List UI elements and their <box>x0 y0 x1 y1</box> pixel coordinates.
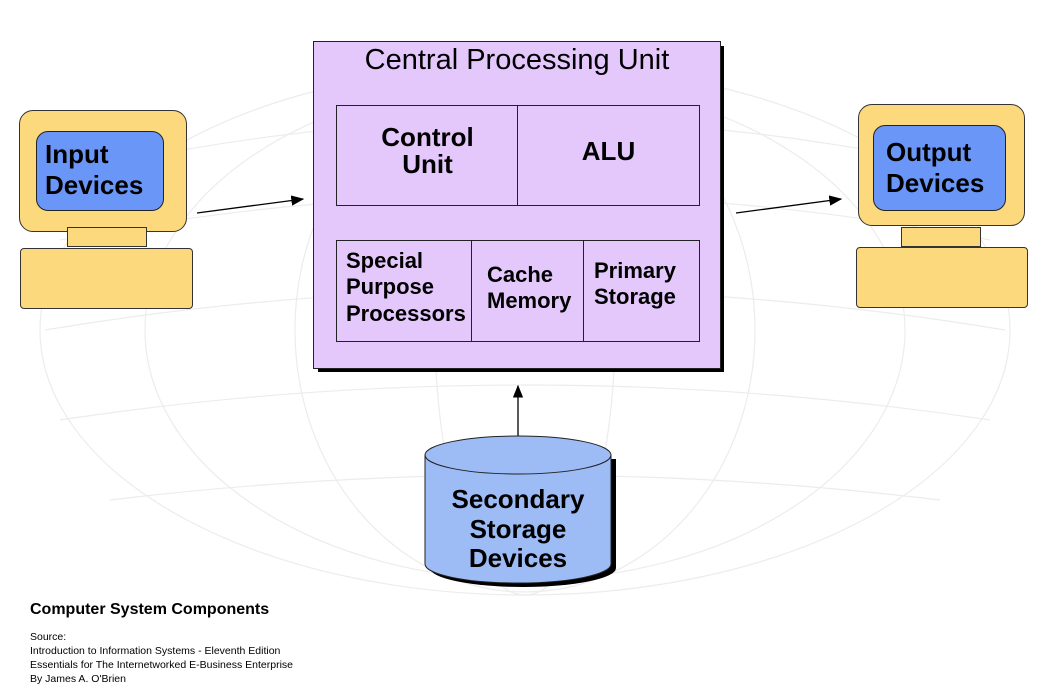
output-devices-line1: Output <box>886 137 972 167</box>
control-unit-label: Control Unit <box>336 122 519 180</box>
cpu-title: Central Processing Unit <box>364 44 670 76</box>
output-devices-line2: Devices <box>886 168 985 199</box>
input-devices-label: Input Devices <box>45 139 143 201</box>
secondary-storage-cylinder <box>424 435 612 584</box>
alu-label: ALU <box>581 136 636 166</box>
cache-memory-line1: Cache <box>487 262 554 287</box>
secondary-storage-line2: Storage <box>469 513 567 544</box>
source-line-1: Introduction to Information Systems - El… <box>30 645 281 657</box>
input-to-cpu-arrow <box>196 195 305 214</box>
output-monitor-neck <box>901 227 981 247</box>
cpu-to-output-arrow <box>735 195 843 214</box>
cache-memory-box <box>471 240 585 342</box>
input-devices-line1: Input <box>45 139 109 169</box>
primary-storage-line2: Storage <box>594 284 676 310</box>
secondary-storage-line3: Devices <box>468 543 568 574</box>
output-screen <box>873 125 1006 211</box>
source-line-2: Essentials for The Internetworked E-Busi… <box>30 659 294 671</box>
output-monitor-base <box>856 247 1028 308</box>
source-label: Source: <box>30 631 67 643</box>
output-devices-label: Output Devices <box>886 137 984 199</box>
cache-memory-label: Cache Memory <box>487 262 571 315</box>
input-devices-line2: Devices <box>45 170 144 201</box>
primary-storage-label: Primary Storage <box>594 258 676 311</box>
special-purpose-box <box>336 240 473 342</box>
secondary-storage-label: Secondary Storage Devices <box>425 484 611 574</box>
primary-storage-box <box>583 240 700 342</box>
secondary-storage-line1: Secondary <box>451 484 585 514</box>
alu-box <box>517 105 700 206</box>
input-monitor-neck <box>67 227 147 247</box>
input-screen <box>36 131 164 211</box>
control-unit-line1: Control <box>381 122 474 152</box>
source-line-3: By James A. O'Brien <box>30 673 126 685</box>
special-purpose-label: Special Purpose Processors <box>346 248 466 327</box>
input-monitor-base <box>20 248 193 309</box>
special-purpose-line3: Processors <box>346 300 466 326</box>
special-purpose-line2: Purpose <box>346 274 435 300</box>
primary-storage-line1: Primary <box>594 258 676 283</box>
caption-title: Computer System Components <box>30 601 270 618</box>
control-unit-line2: Unit <box>402 149 453 180</box>
special-purpose-line1: Special <box>346 248 424 273</box>
cache-memory-line2: Memory <box>487 288 572 314</box>
control-unit-box <box>336 105 519 206</box>
